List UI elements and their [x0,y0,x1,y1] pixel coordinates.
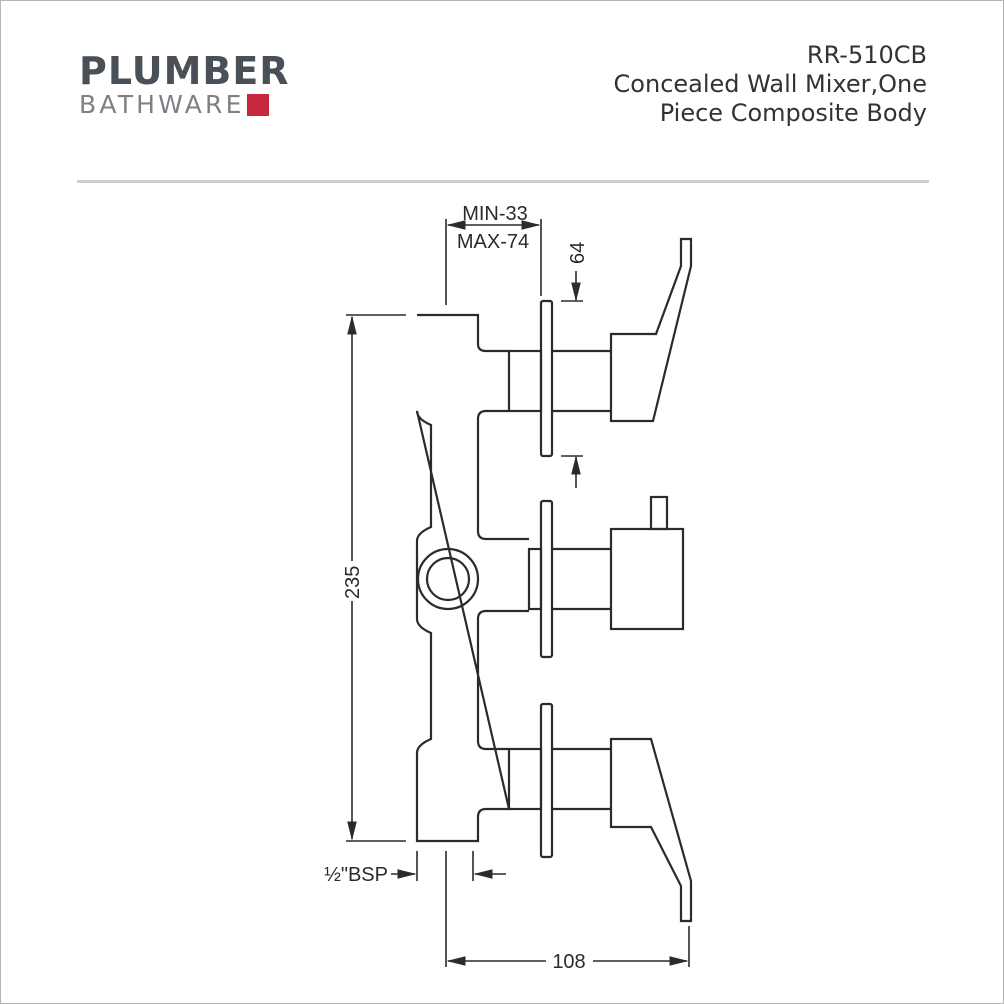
width-label: 108 [552,951,585,973]
dimension-depth: MIN-33 MAX-74 [445,203,542,305]
logo-brand: PLUMBER [79,49,290,93]
middle-valve [527,495,685,659]
logo-square-icon [246,94,269,116]
top-valve [507,237,693,458]
logo-subtitle: BATHWARE [79,90,245,119]
product-code: RR-510CB [806,41,927,69]
dimension-width: 108 [445,851,690,973]
depth-max-label: MAX-74 [457,231,529,253]
divider [77,180,929,183]
bottom-valve [507,702,693,923]
product-name-1: Concealed Wall Mixer,One [613,70,927,98]
inlet-label: ½"BSP [324,864,388,886]
product-name-2: Piece Composite Body [659,99,927,127]
dimension-inlet: ½"BSP [324,851,506,886]
product-title: RR-510CB Concealed Wall Mixer,One Piece … [614,41,927,128]
depth-min-label: MIN-33 [462,203,528,225]
handle-offset-label: 64 [567,242,589,264]
brand-logo: PLUMBER BATHWARE [79,51,290,119]
dimension-handle-offset: 64 [561,242,589,488]
dimension-height: 235 [342,314,406,842]
mixer-body [415,313,529,843]
height-label: 235 [342,566,364,599]
